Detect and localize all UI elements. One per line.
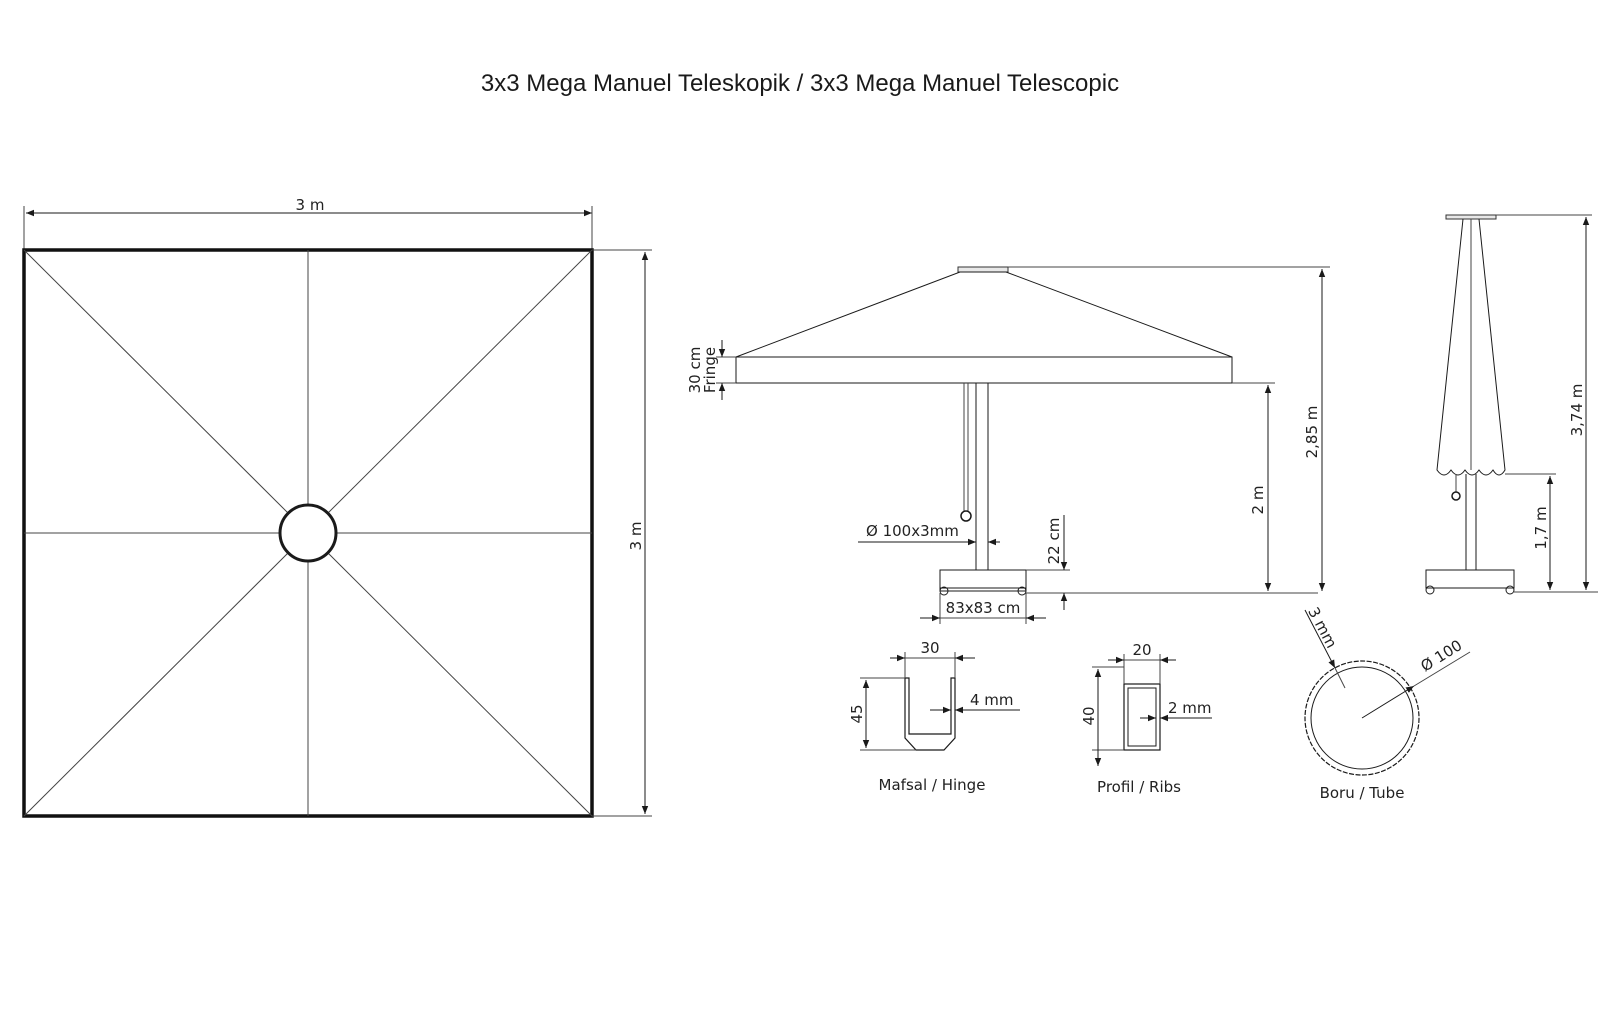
rib-line (23, 249, 290, 515)
hinge-thickness-label: 4 mm (970, 691, 1014, 709)
closed-total-height-label: 3,74 m (1568, 384, 1586, 437)
rib-line (326, 249, 593, 515)
hinge-height-label: 45 (848, 704, 866, 723)
rib-detail: 20 40 2 mm Profil / Ribs (1080, 641, 1212, 796)
pole-diameter-label: Ø 100x3mm (866, 522, 959, 540)
base-height-label: 22 cm (1045, 518, 1063, 565)
tube-outer (1304, 660, 1420, 776)
hinge-width-label: 30 (920, 639, 939, 657)
rib-caption: Profil / Ribs (1097, 778, 1181, 796)
tube-caption: Boru / Tube (1320, 784, 1405, 802)
rib-line (23, 551, 290, 817)
closed-crank-handle (1451, 491, 1461, 501)
rib-thickness-label: 2 mm (1168, 699, 1212, 717)
folded-canopy (1436, 218, 1506, 476)
top-height-label: 3 m (627, 522, 645, 551)
top-cap (957, 266, 1009, 273)
center-hub (278, 503, 338, 563)
base-wheel (939, 586, 949, 596)
clearance-label: 2 m (1249, 486, 1267, 515)
tube-detail: 3 mm Ø 100 Boru / Tube (1304, 604, 1471, 802)
tube-thickness-label: 3 mm (1304, 604, 1340, 651)
base-size-label: 83x83 cm (946, 599, 1021, 617)
rib-profile-inner (1127, 687, 1157, 747)
rib-line (326, 551, 593, 817)
tube-inner (1310, 666, 1414, 770)
closed-view: 1,7 m 3,74 m (1425, 214, 1598, 595)
rib-height-label: 40 (1080, 706, 1098, 725)
hinge-caption: Mafsal / Hinge (879, 776, 986, 794)
base-wheel (1017, 586, 1027, 596)
closed-base (1425, 569, 1515, 589)
fringe-label: Fringe (701, 347, 719, 393)
hinge-profile (904, 677, 956, 751)
closed-top-cap (1445, 214, 1497, 220)
top-width-label: 3 m (296, 196, 325, 214)
crank-handle (960, 510, 972, 522)
closed-clearance-label: 1,7 m (1532, 506, 1550, 549)
total-height-label: 2,85 m (1303, 406, 1321, 459)
base-plate (939, 569, 1027, 589)
top-view: 3 m 3 m (22, 196, 652, 818)
page-title: 3x3 Mega Manuel Teleskopik / 3x3 Mega Ma… (480, 70, 1120, 97)
hinge-detail: 30 45 4 mm Mafsal / Hinge (848, 639, 1020, 794)
rib-width-label: 20 (1132, 641, 1151, 659)
fringe-height-label: 30 cm (686, 347, 704, 394)
fringe-band (735, 356, 1233, 384)
side-view: 30 cm Fringe Ø 100x3mm 22 cm 83x83 cm 2 … (686, 266, 1330, 624)
canopy-roof (735, 271, 1233, 358)
rib-profile-outer (1123, 683, 1161, 751)
